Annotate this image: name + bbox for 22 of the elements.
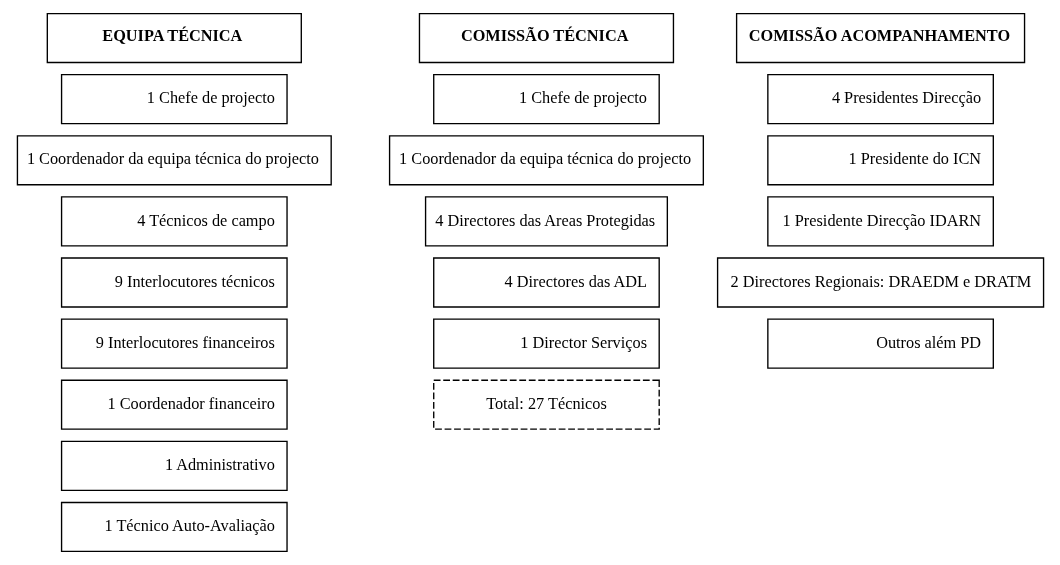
node-box: EQUIPA TÉCNICA [46, 12, 302, 64]
node-box: 1 Coordenador da equipa técnica do projecto [16, 135, 332, 186]
node-box: 1 Coordenador financeiro [60, 379, 288, 430]
node-box: 1 Presidente do ICN [766, 135, 994, 186]
node-box: 1 Técnico Auto-Avaliação [60, 501, 288, 553]
node-box: 4 Directores das Areas Protegidas [424, 196, 668, 247]
node-box: 9 Interlocutores financeiros [60, 318, 288, 369]
node-box: Outros além PD [766, 318, 994, 369]
node-box: COMISSÃO ACOMPANHAMENTO [735, 12, 1025, 64]
node-box: 1 Chefe de projecto [60, 74, 288, 125]
node-box: 4 Presidentes Direcção [766, 74, 994, 125]
node-box: COMISSÃO TÉCNICA [418, 12, 674, 64]
node-box: 1 Administrativo [60, 440, 288, 491]
node-box: 4 Técnicos de campo [60, 196, 288, 247]
node-box: 1 Coordenador da equipa técnica do projecto [388, 135, 704, 186]
node-box: 2 Directores Regionais: DRAEDM e DRATM [716, 257, 1044, 308]
node-box: 4 Directores das ADL [432, 257, 660, 308]
node-box: 9 Interlocutores técnicos [60, 257, 288, 308]
node-box: Total: 27 Técnicos [432, 379, 660, 430]
node-box: 1 Chefe de projecto [432, 74, 660, 125]
node-box: 1 Director Serviços [432, 318, 660, 369]
node-box: 1 Presidente Direcção IDARN [766, 196, 994, 247]
